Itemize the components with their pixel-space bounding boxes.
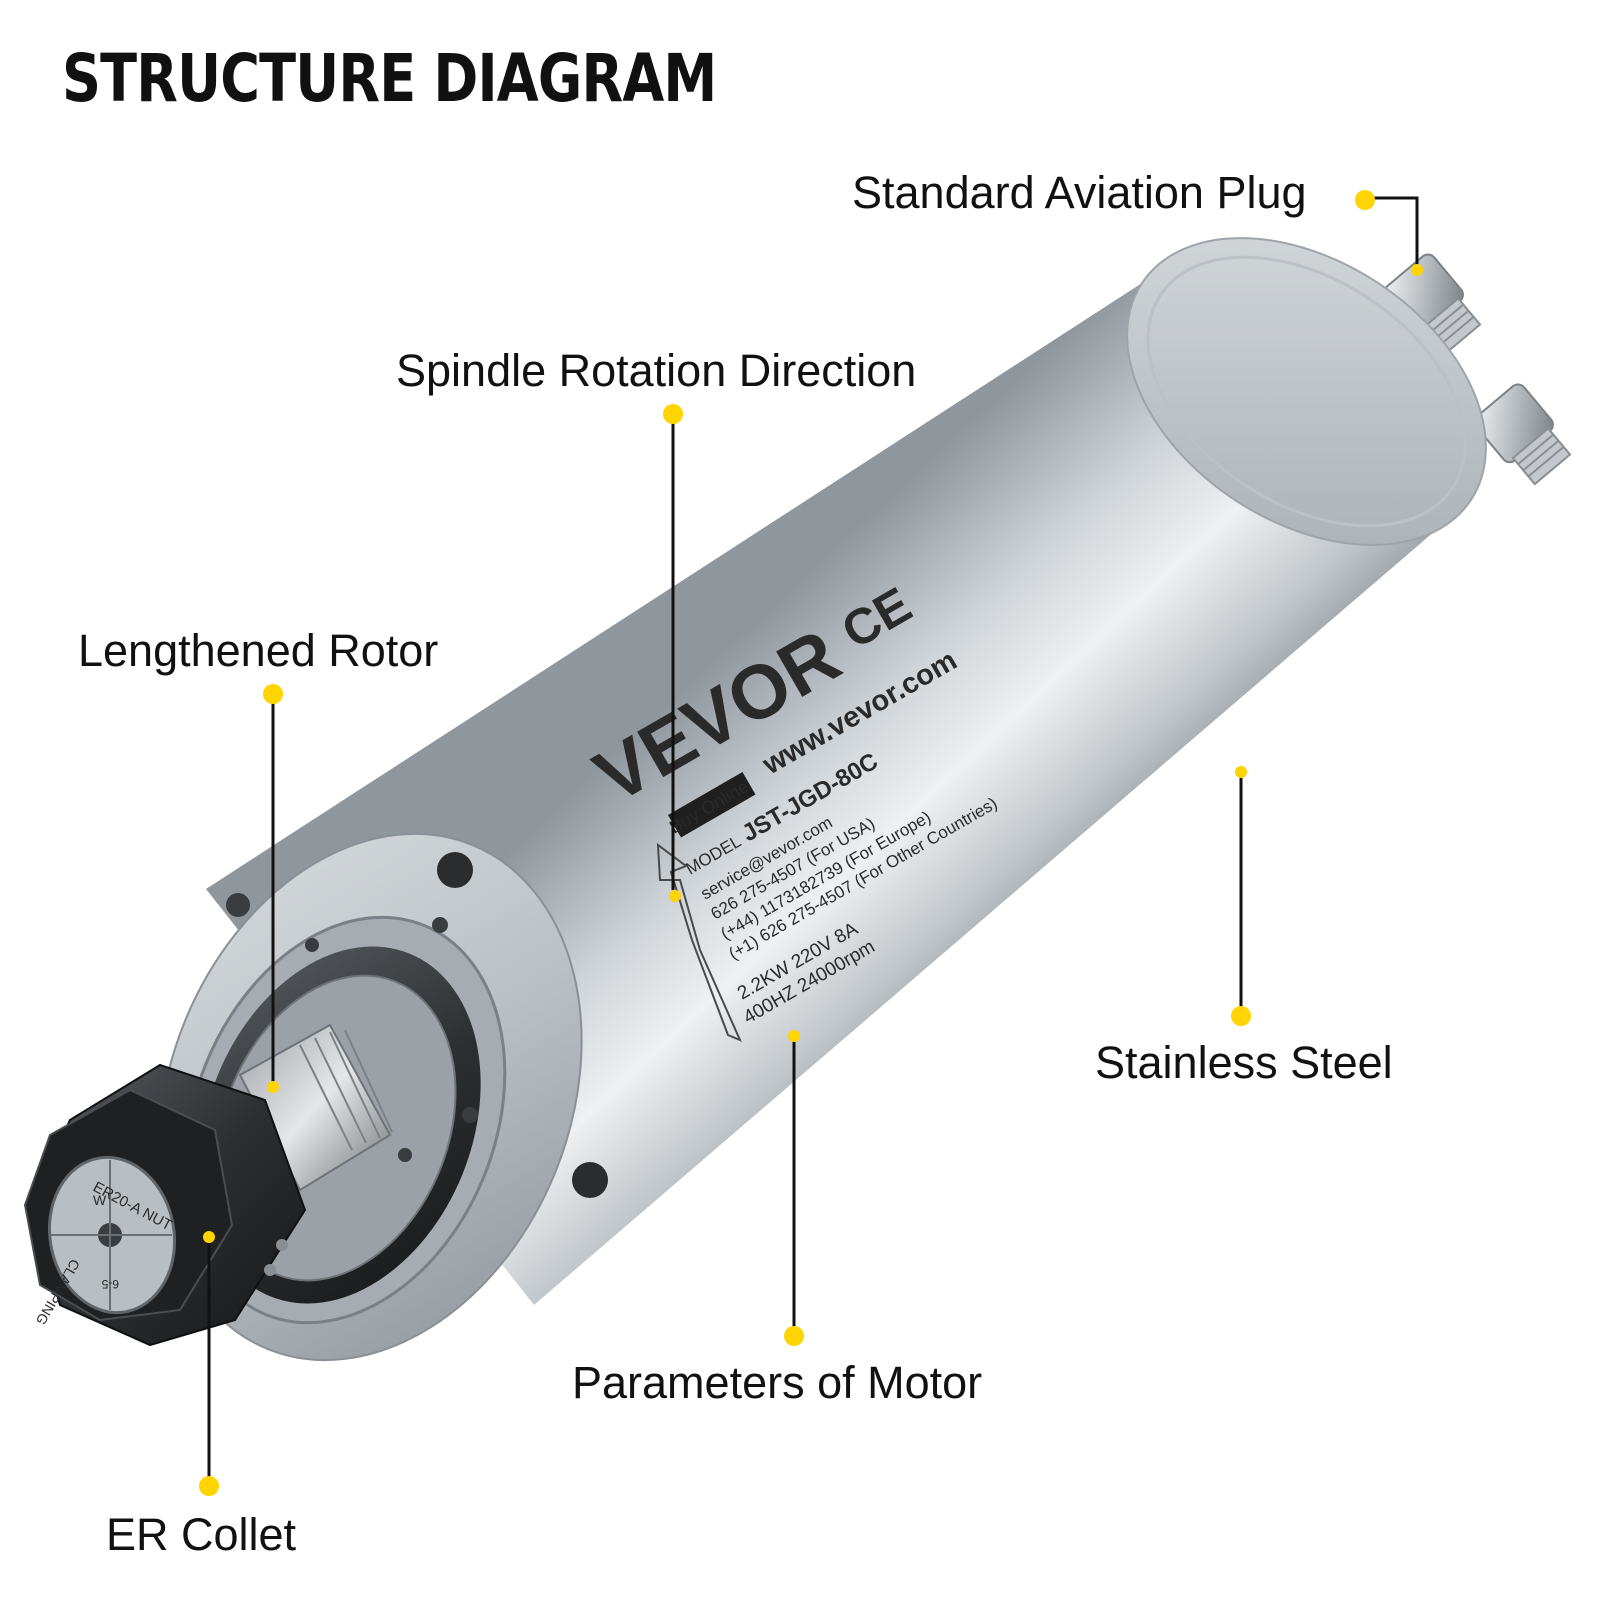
dot-rotor	[263, 684, 283, 704]
dot-rotor-end	[267, 1081, 279, 1093]
label-aviation-plug: Standard Aviation Plug	[852, 167, 1307, 218]
dot-rotation	[663, 404, 683, 424]
buy-online-badge	[668, 772, 756, 838]
label-er-collet: ER Collet	[106, 1509, 297, 1560]
page-title: STRUCTURE DIAGRAM	[62, 40, 717, 117]
dot-steel	[1231, 1006, 1251, 1026]
label-motor-parameters: Parameters of Motor	[572, 1357, 983, 1408]
dot-collet-end	[203, 1231, 215, 1243]
dot-collet	[199, 1476, 219, 1496]
callout-dots	[199, 190, 1423, 1496]
callout-lines	[207, 196, 1419, 1484]
dot-params	[784, 1326, 804, 1346]
collet-letter-marking: W	[93, 1192, 107, 1208]
dot-aviation-plug	[1355, 190, 1375, 210]
dot-rotation-end	[669, 890, 681, 902]
label-lengthened-rotor: Lengthened Rotor	[78, 625, 439, 676]
label-stainless-steel: Stainless Steel	[1095, 1037, 1393, 1088]
er-collet: ER20-A NUT CLAMPING W 6-5	[23, 1063, 307, 1347]
dot-params-end	[788, 1030, 800, 1042]
label-rotation-direction: Spindle Rotation Direction	[396, 345, 917, 396]
dot-steel-end	[1235, 766, 1247, 778]
dot-aviation-plug-end	[1411, 264, 1423, 276]
collet-size-marking: 6-5	[101, 1277, 119, 1291]
leader-aviation-plug	[1370, 196, 1419, 268]
